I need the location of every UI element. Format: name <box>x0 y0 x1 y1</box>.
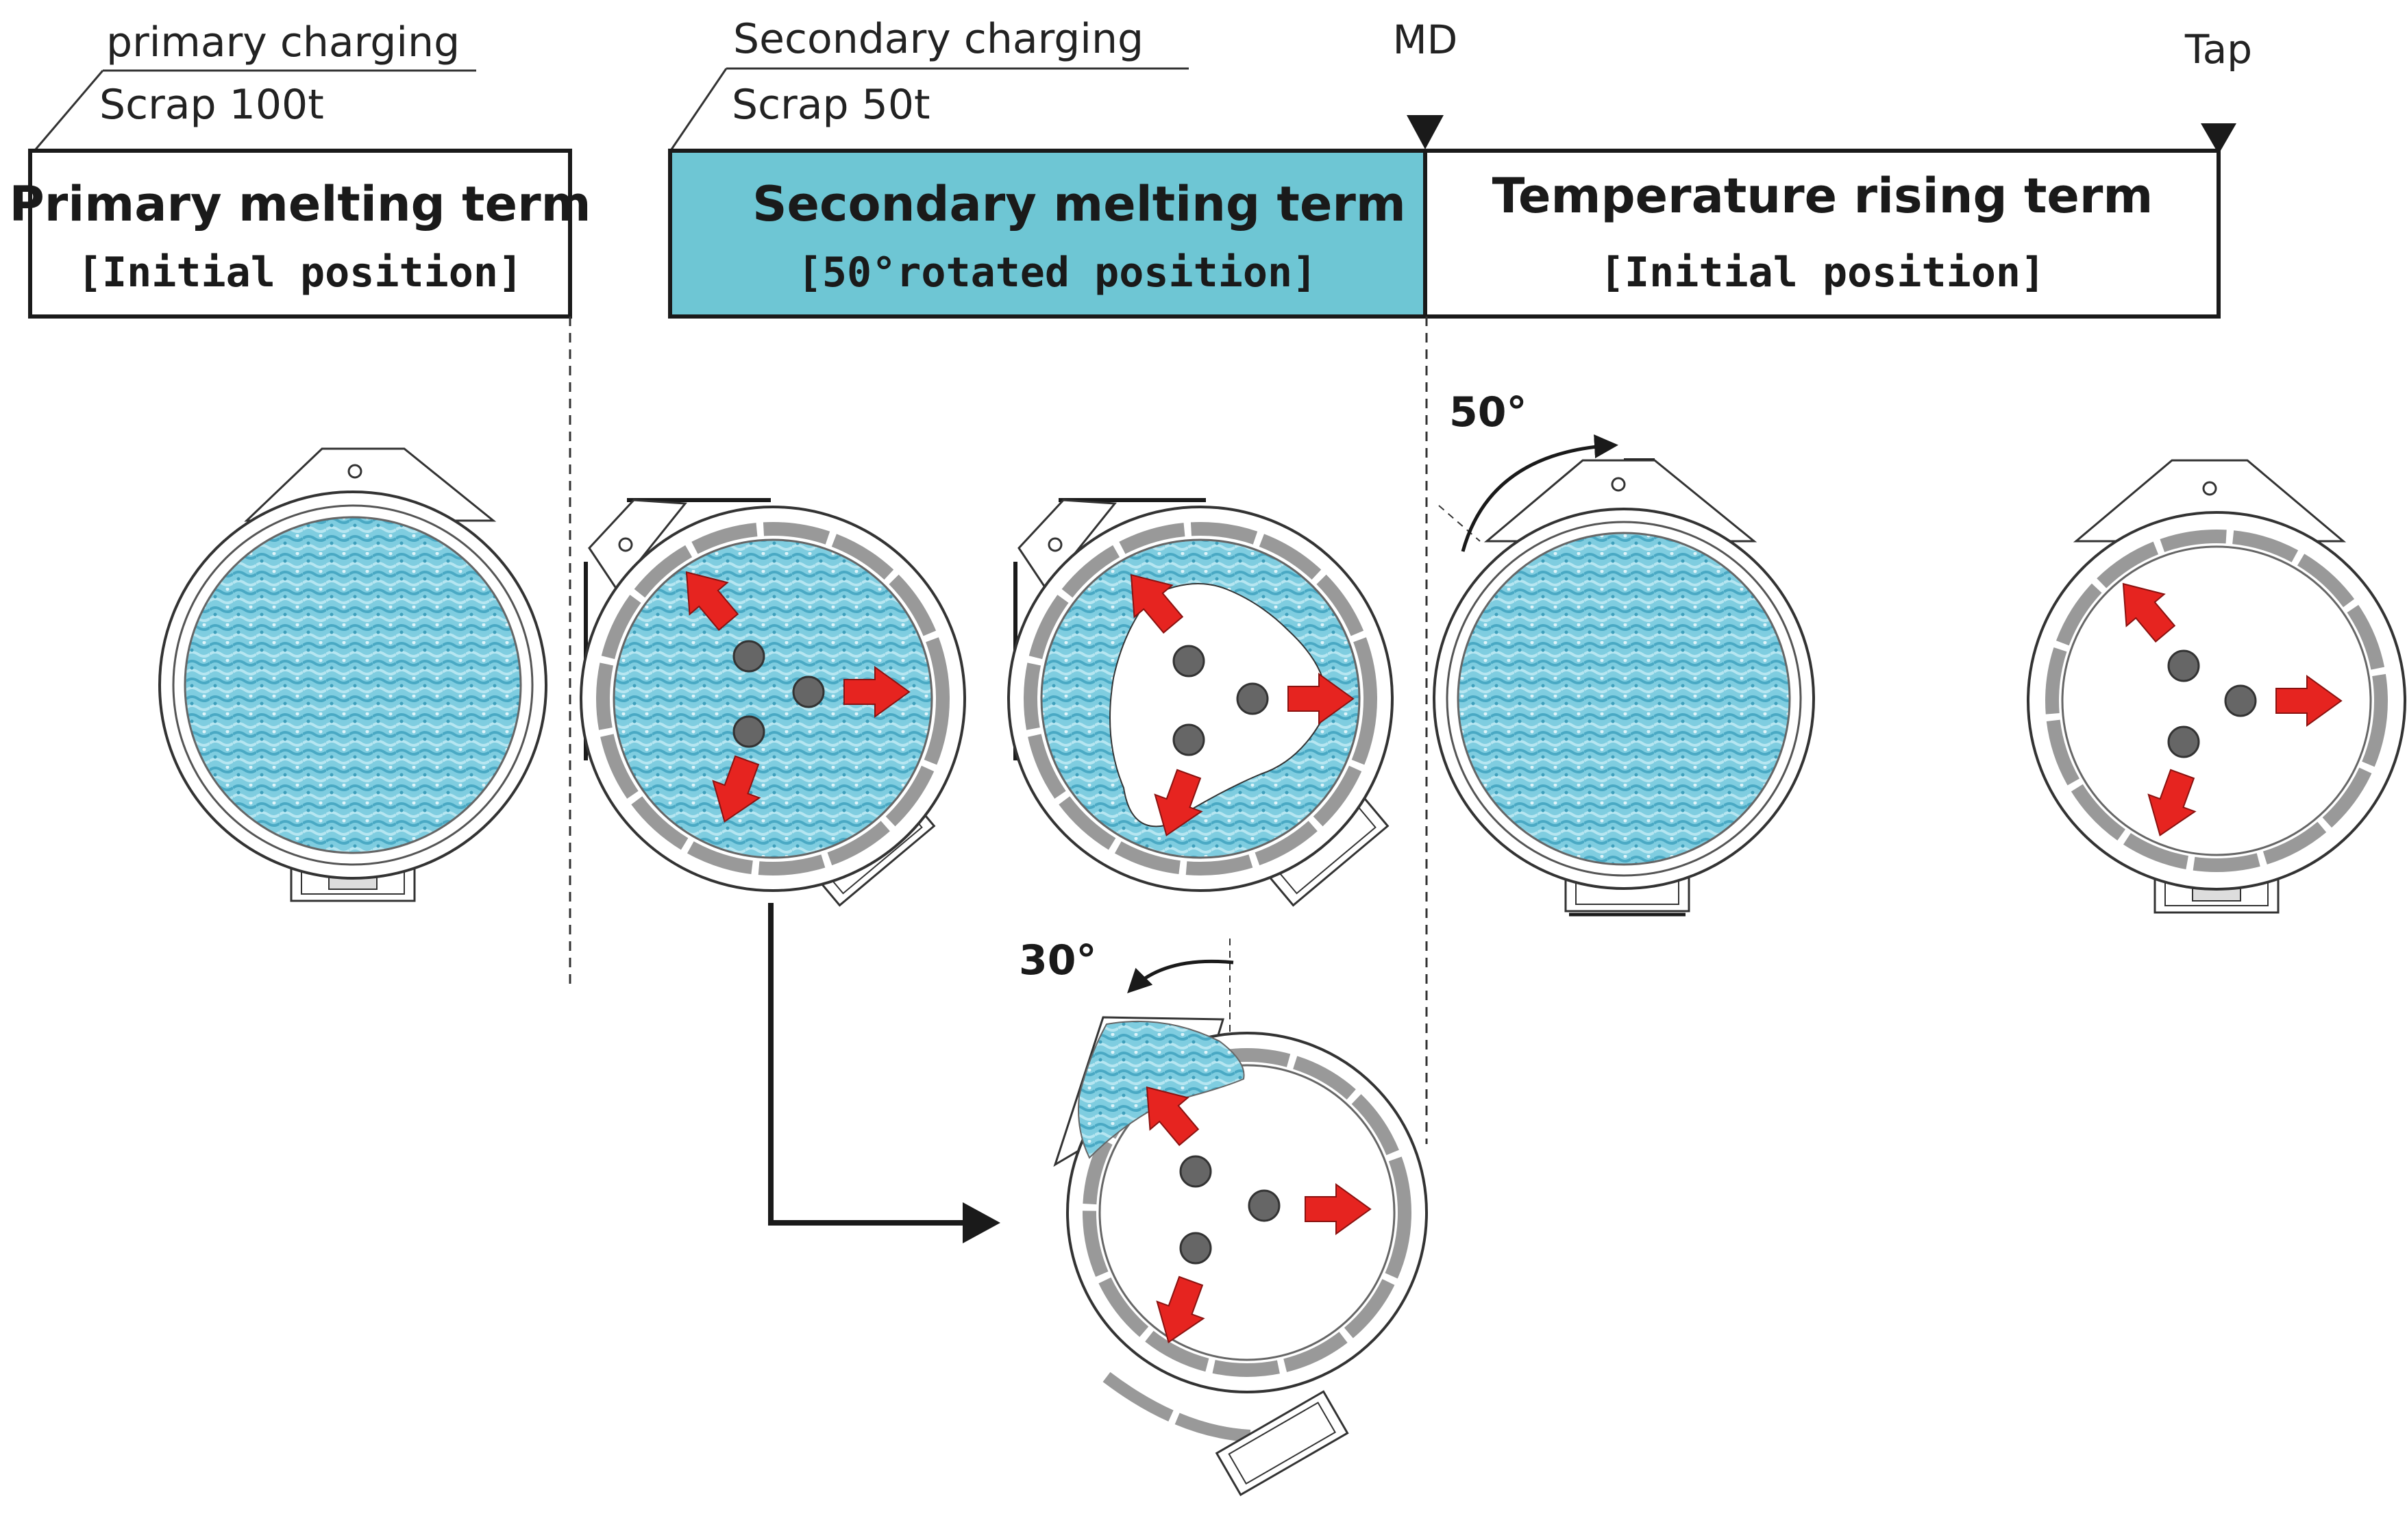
red-arrow-icon <box>843 666 911 718</box>
furnace-tilted <box>1053 1016 1428 1497</box>
electrode-icon <box>1172 723 1205 756</box>
melted-zone <box>1109 583 1328 828</box>
furnace-temperature-end <box>2027 459 2406 914</box>
electrode-icon <box>792 675 825 708</box>
secondary-melting-term-box: Secondary melting term [50°rotated posit… <box>668 149 1427 319</box>
svg-text:Secondary charging: Secondary charging <box>733 15 1144 63</box>
primary-charging-label: primary charging Scrap 100t <box>34 18 476 150</box>
connector-arrowhead-icon <box>963 1202 1000 1243</box>
electrode-icon <box>2224 684 2257 717</box>
rotation-50-indicator: 50° <box>1438 388 1618 552</box>
electrode-icon <box>1172 645 1205 678</box>
electrode-icon <box>732 640 765 673</box>
red-arrow-icon <box>1154 769 1203 836</box>
svg-text:MD: MD <box>1393 16 1458 63</box>
electrode-icon <box>1179 1232 1212 1265</box>
svg-text:[Initial position]: [Initial position] <box>77 249 523 297</box>
red-arrow-icon <box>2122 582 2176 643</box>
red-arrow-icon <box>1146 1086 1200 1146</box>
svg-text:[Initial position]: [Initial position] <box>1600 249 2045 297</box>
svg-text:Temperature rising term: Temperature rising term <box>1492 168 2153 224</box>
secondary-charging-label: Secondary charging Scrap 50t <box>670 15 1189 150</box>
rotate-arrow-icon <box>1461 434 1618 552</box>
furnace-primary-initial <box>158 447 547 902</box>
electrode-icon <box>1236 682 1269 715</box>
svg-text:Secondary melting term: Secondary melting term <box>752 176 1406 232</box>
electrode-icon <box>1248 1189 1281 1222</box>
svg-text:Primary melting term: Primary melting term <box>9 176 591 232</box>
tap-triangle-icon <box>2201 123 2236 154</box>
svg-text:Tap: Tap <box>2184 26 2252 73</box>
flow-connector <box>768 903 983 1226</box>
electrode-icon <box>1179 1155 1212 1188</box>
red-arrow-icon <box>2275 675 2343 727</box>
rotate-arrow-icon <box>1127 959 1234 993</box>
furnace-secondary-start <box>580 498 966 907</box>
red-arrow-icon <box>1305 1183 1372 1235</box>
primary-melting-term-box: Primary melting term [Initial position] <box>9 149 591 319</box>
red-arrow-icon <box>2147 769 2197 836</box>
svg-text:Scrap 100t: Scrap 100t <box>99 81 324 129</box>
rotation-30-indicator: 30° <box>1019 936 1234 1165</box>
md-marker: MD <box>1393 16 1458 149</box>
red-arrow-icon <box>685 571 739 631</box>
svg-text:30°: 30° <box>1019 936 1097 984</box>
red-arrow-icon <box>1156 1276 1205 1343</box>
red-arrow-icon <box>1130 573 1184 634</box>
svg-text:50°: 50° <box>1449 388 1527 436</box>
svg-text:Scrap 50t: Scrap 50t <box>732 81 930 129</box>
furnace-temperature-start <box>1433 458 1815 917</box>
red-arrow-icon <box>712 755 761 823</box>
electrode-icon <box>2167 725 2200 758</box>
electrode-icon <box>732 715 765 748</box>
md-triangle-icon <box>1407 115 1444 149</box>
furnace-secondary-progress <box>1007 498 1394 907</box>
electrode-icon <box>2167 649 2200 682</box>
red-arrow-icon <box>1287 673 1355 725</box>
svg-text:[50°rotated position]: [50°rotated position] <box>798 249 1318 297</box>
tap-marker: Tap <box>2184 26 2252 154</box>
temperature-rising-term-box: Temperature rising term [Initial positio… <box>1423 149 2221 319</box>
svg-text:primary charging: primary charging <box>106 18 460 66</box>
